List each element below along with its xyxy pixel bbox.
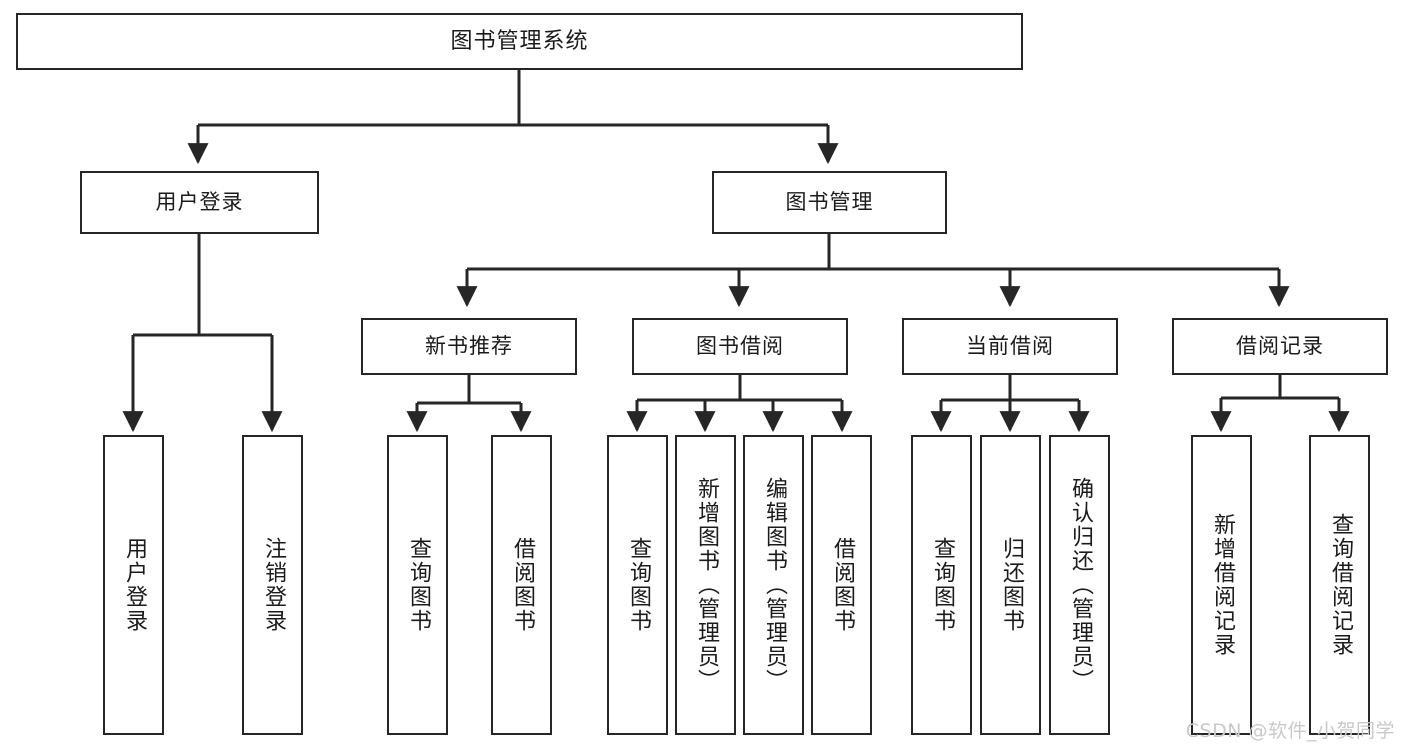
node-label: 新增图书（管理员） <box>693 477 719 693</box>
node-book-borrow[interactable]: 图书借阅 <box>632 318 848 375</box>
leaf-edit-book-admin[interactable]: 编辑图书（管理员） <box>743 435 804 735</box>
leaf-user-logout[interactable]: 注销登录 <box>242 435 303 735</box>
node-borrow-records[interactable]: 借阅记录 <box>1172 318 1388 375</box>
node-root-system[interactable]: 图书管理系统 <box>16 13 1023 70</box>
node-label: 确认归还（管理员） <box>1067 477 1093 693</box>
node-label: 新书推荐 <box>425 334 513 359</box>
leaf-query-borrow-record[interactable]: 查询借阅记录 <box>1309 435 1370 735</box>
node-new-book-recommend[interactable]: 新书推荐 <box>361 318 577 375</box>
leaf-query-book-recommend[interactable]: 查询图书 <box>387 435 448 735</box>
node-label: 查询图书 <box>929 537 955 633</box>
leaf-add-borrow-record[interactable]: 新增借阅记录 <box>1191 435 1252 735</box>
node-current-borrow[interactable]: 当前借阅 <box>902 318 1118 375</box>
leaf-borrow-book-recommend[interactable]: 借阅图书 <box>491 435 552 735</box>
leaf-user-login[interactable]: 用户登录 <box>103 435 164 735</box>
leaf-add-book-admin[interactable]: 新增图书（管理员） <box>675 435 736 735</box>
leaf-confirm-return-admin[interactable]: 确认归还（管理员） <box>1049 435 1110 735</box>
node-label: 归还图书 <box>998 537 1024 633</box>
node-label: 查询图书 <box>405 537 431 633</box>
node-label: 注销登录 <box>260 537 286 633</box>
node-label: 图书借阅 <box>696 334 784 359</box>
node-label: 借阅图书 <box>829 537 855 633</box>
node-label: 新增借阅记录 <box>1209 513 1235 657</box>
node-label: 查询图书 <box>625 537 651 633</box>
node-label: 用户登录 <box>121 537 147 633</box>
node-label: 图书管理 <box>785 190 874 215</box>
node-label: 编辑图书（管理员） <box>761 477 787 693</box>
leaf-return-book[interactable]: 归还图书 <box>980 435 1041 735</box>
watermark-text: CSDN @软件_小贺同学 <box>1185 720 1395 742</box>
node-label: 借阅记录 <box>1236 334 1324 359</box>
node-user-login[interactable]: 用户登录 <box>80 171 319 234</box>
leaf-borrow-book[interactable]: 借阅图书 <box>811 435 872 735</box>
leaf-query-book-current[interactable]: 查询图书 <box>911 435 972 735</box>
node-label: 用户登录 <box>155 190 244 215</box>
node-label: 借阅图书 <box>509 537 535 633</box>
leaf-query-book-borrow[interactable]: 查询图书 <box>607 435 668 735</box>
node-label: 查询借阅记录 <box>1327 513 1353 657</box>
node-book-management[interactable]: 图书管理 <box>712 171 947 234</box>
node-label: 图书管理系统 <box>450 28 589 54</box>
node-label: 当前借阅 <box>966 334 1054 359</box>
